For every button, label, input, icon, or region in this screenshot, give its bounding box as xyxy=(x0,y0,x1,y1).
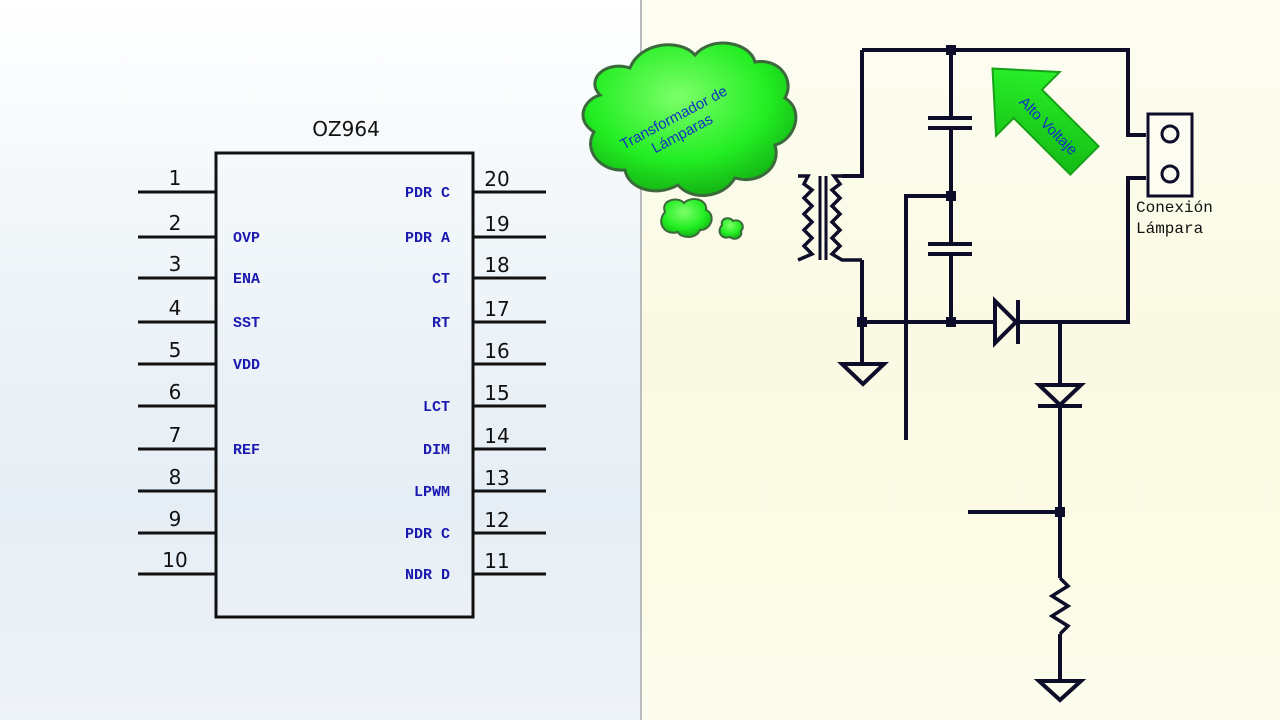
connector-label-line1: Conexión xyxy=(1136,199,1213,217)
pin-number: 20 xyxy=(484,167,509,191)
pin-label: OVP xyxy=(233,230,260,247)
pin-label: PDR C xyxy=(405,526,450,543)
pin-number: 14 xyxy=(484,424,509,448)
high-voltage-callout: Alto Voltaje xyxy=(991,67,1100,176)
capacitor-2 xyxy=(928,242,972,256)
pin-number: 7 xyxy=(169,423,182,447)
cloud-bubble-large xyxy=(660,198,713,238)
pin-label: RT xyxy=(432,315,450,332)
diode-icon xyxy=(993,296,1019,348)
capacitor-1 xyxy=(928,116,972,130)
pin-number: 13 xyxy=(484,466,509,490)
connector-terminal-icon xyxy=(1160,124,1180,144)
chip-pinout-panel xyxy=(0,0,640,720)
chip-body xyxy=(214,151,475,619)
pin-number: 16 xyxy=(484,339,509,363)
pin-label: PDR A xyxy=(405,230,450,247)
pin-number: 8 xyxy=(169,465,182,489)
pin-label: DIM xyxy=(423,442,450,459)
pin-number: 9 xyxy=(169,507,182,531)
pin-number: 3 xyxy=(169,252,182,276)
pin-label: LPWM xyxy=(414,484,450,501)
pin-label: CT xyxy=(432,271,450,288)
pin-number: 17 xyxy=(484,297,509,321)
pin-label: PDR C xyxy=(405,185,450,202)
pin-label: ENA xyxy=(233,271,260,288)
pin-number: 12 xyxy=(484,508,509,532)
transformer-icon xyxy=(797,174,862,262)
pin-number: 2 xyxy=(169,211,182,235)
pin-number: 18 xyxy=(484,253,509,277)
cloud-shape xyxy=(581,41,798,197)
ground-icon xyxy=(837,362,889,387)
wire-feedback xyxy=(904,194,951,440)
pin-number: 4 xyxy=(169,296,182,320)
resistor-icon xyxy=(1048,576,1072,636)
pin-label: LCT xyxy=(423,399,450,416)
wire-top-rail xyxy=(862,48,1146,137)
pin-number: 5 xyxy=(169,338,182,362)
pin-label: NDR D xyxy=(405,567,450,584)
pin-number: 1 xyxy=(169,166,182,190)
circuit: Conexión Lámpara xyxy=(797,45,1213,703)
chip-title: OZ964 xyxy=(312,117,380,141)
ground-icon xyxy=(1033,679,1087,703)
junction-dot xyxy=(1055,507,1065,517)
diode-icon xyxy=(1034,383,1086,408)
pin-label: SST xyxy=(233,315,260,332)
wire-return-rail xyxy=(1018,176,1146,324)
transformer-callout: Transformador de Lámparas xyxy=(581,41,798,240)
arrow-up-left-icon xyxy=(991,67,1100,176)
connector-label-line2: Lámpara xyxy=(1136,220,1204,238)
wire-transformer-top xyxy=(842,50,864,178)
pin-number: 19 xyxy=(484,212,509,236)
pin-number: 10 xyxy=(162,548,187,572)
pin-label: REF xyxy=(233,442,260,459)
connector-terminal-icon xyxy=(1160,164,1180,184)
panel-divider xyxy=(640,0,642,720)
cloud-bubble-small xyxy=(718,217,744,240)
pin-number: 6 xyxy=(169,380,182,404)
pin-number: 11 xyxy=(484,549,509,573)
pin-label: VDD xyxy=(233,357,260,374)
pin-number: 15 xyxy=(484,381,509,405)
